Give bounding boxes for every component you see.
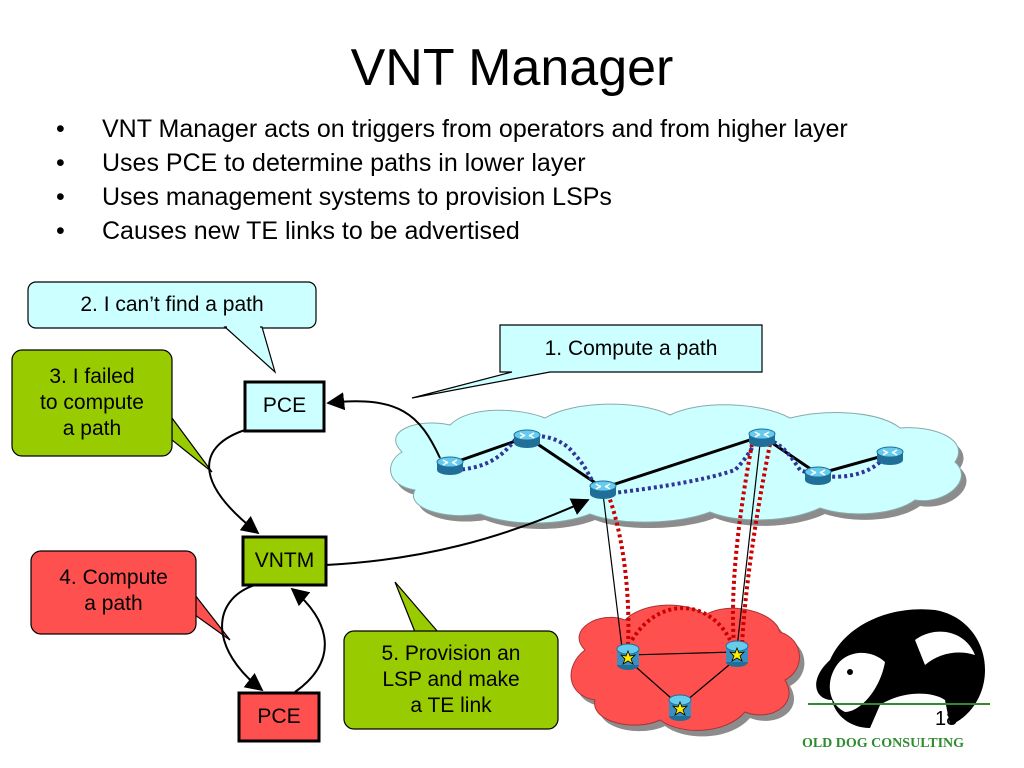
pce-lower-label: PCE <box>257 705 301 728</box>
slide-title: VNT Manager <box>350 39 674 97</box>
callout-label: a TE link <box>410 694 492 717</box>
failure-star-icon <box>619 646 746 716</box>
bullet-item: VNT Manager acts on triggers from operat… <box>56 112 848 146</box>
callout-label: to compute <box>40 391 144 414</box>
inter-layer-links <box>602 443 761 649</box>
callout-compute-path-text: 1. Compute a path <box>500 336 762 362</box>
callout-label: 1. Compute a path <box>544 337 718 360</box>
upper-network-cloud <box>390 403 967 529</box>
page-number: 18 <box>935 708 958 730</box>
callout-label: LSP and make <box>382 668 520 691</box>
vntm-label: VNTM <box>254 549 315 572</box>
pce-upper-label: PCE <box>262 394 307 417</box>
pce-lower-box <box>237 691 321 743</box>
callout-cant-find-path <box>27 281 317 374</box>
callout-compute-path-red-text: 4. Compute a path <box>31 565 196 617</box>
callout-label: 5. Provision an <box>381 642 521 665</box>
pce-upper-box <box>243 380 326 433</box>
router-icon <box>589 480 617 500</box>
blue-dotted-path <box>449 434 882 497</box>
router-icon <box>876 446 904 466</box>
callout-label: 2. I can’t find a path <box>80 293 264 316</box>
router-icon <box>436 456 464 476</box>
router-icon <box>804 466 832 486</box>
bullet-list: VNT Manager acts on triggers from operat… <box>56 112 848 248</box>
lower-routers <box>616 640 749 722</box>
callout-provision-text: 5. Provision an LSP and make a TE link <box>344 641 558 719</box>
vntm-box <box>241 535 328 587</box>
callout-failed-text: 3. I failed to compute a path <box>12 364 172 442</box>
sheepdog-logo <box>808 609 990 728</box>
flow-arrows <box>208 392 590 693</box>
router-icon <box>513 429 541 449</box>
red-dotted-paths <box>606 443 772 646</box>
callout-label: a path <box>62 417 122 440</box>
router-icon <box>748 428 776 448</box>
bullet-item: Uses PCE to determine paths in lower lay… <box>56 146 848 180</box>
callout-label: 3. I failed <box>49 365 135 388</box>
callout-failed <box>11 349 213 473</box>
callout-compute-path <box>411 324 763 399</box>
callout-label: 4. Compute <box>59 566 168 589</box>
bullet-item: Uses management systems to provision LSP… <box>56 180 848 214</box>
bullet-item: Causes new TE links to be advertised <box>56 214 848 248</box>
brand-name: OLD DOG CONSULTING <box>801 736 965 751</box>
callout-cant-find-path-text: 2. I can’t find a path <box>28 292 316 318</box>
callout-label: a path <box>84 592 143 615</box>
callout-provision <box>343 581 559 730</box>
